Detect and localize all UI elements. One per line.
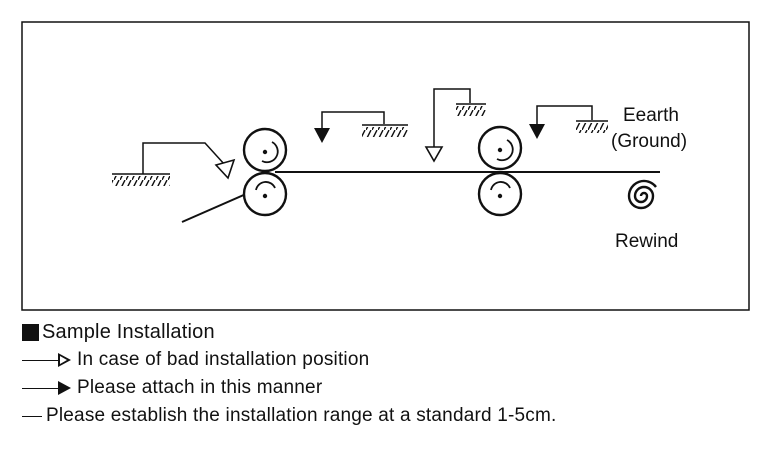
legend-title: Sample Installation [42, 320, 215, 343]
hollow-arrow-icon [214, 158, 236, 180]
film-entry-line [181, 189, 256, 223]
legend-bad-position-row: In case of bad installation position [22, 346, 752, 374]
rewind-label: Rewind [615, 231, 678, 252]
legend-bad-position-text: In case of bad installation position [77, 349, 370, 370]
legend-range-row: Please establish the installation range … [22, 402, 752, 430]
solid-arrow-icon [58, 381, 71, 395]
legend-range-text: Please establish the installation range … [46, 405, 557, 426]
ground-correct-right [529, 105, 608, 139]
ground-label-line1: Eearth [623, 105, 679, 126]
leader-line-icon [22, 359, 58, 361]
rotation-arrow-icon [255, 181, 276, 191]
legend: Sample Installation In case of bad insta… [22, 318, 752, 430]
right-roller-pair [477, 125, 523, 217]
black-square-icon [22, 323, 39, 341]
hollow-arrow-icon [424, 146, 444, 163]
rotation-arrow-icon [496, 139, 514, 162]
leader-line-icon [22, 387, 58, 389]
legend-attach-text: Please attach in this manner [77, 377, 323, 398]
ground-correct-left [314, 111, 408, 143]
diagram-frame [21, 21, 750, 311]
ground-bad-position-middle [424, 88, 486, 163]
rotation-arrow-icon [490, 181, 511, 191]
solid-arrow-icon [529, 124, 545, 139]
solid-arrow-icon [314, 128, 330, 143]
installation-diagram: Eearth (Ground) Rewind [21, 21, 750, 311]
legend-attach-row: Please attach in this manner [22, 374, 752, 402]
rotation-arrow-icon [261, 141, 279, 164]
dash-icon [22, 415, 42, 417]
rewind-spiral-icon [627, 179, 657, 210]
left-roller-pair [242, 127, 288, 217]
hollow-arrow-icon [58, 353, 71, 367]
ground-label-line2: (Ground) [611, 131, 687, 152]
ground-bad-position-left [112, 142, 236, 186]
legend-title-row: Sample Installation [22, 318, 752, 346]
